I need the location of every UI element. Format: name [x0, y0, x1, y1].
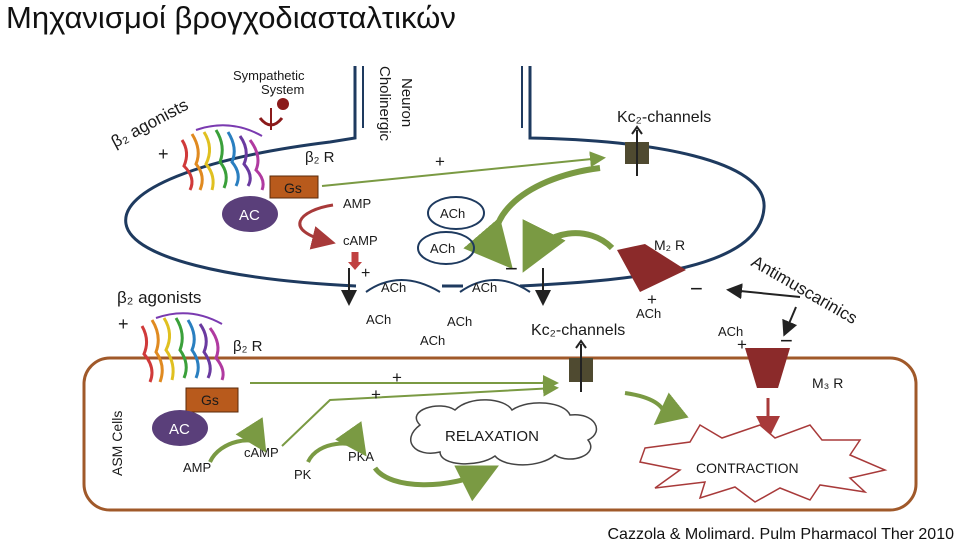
ach-m2-label: ACh	[636, 306, 661, 321]
lower-b2-agonists-label: β₂ agonists	[117, 288, 201, 307]
lower-amp-label: AMP	[183, 460, 211, 475]
ach-release-2-label: ACh	[472, 280, 497, 295]
citation: Cazzola & Molimard. Pulm Pharmacol Ther …	[607, 526, 954, 543]
antimuscarinics-to-m3-arrow	[782, 306, 798, 337]
sympathetic-system: Sympathetic System	[233, 68, 305, 130]
ach-vesicle-1	[427, 196, 485, 230]
upper-plus-agonist: +	[158, 144, 169, 164]
minus-m3: −	[780, 328, 793, 353]
lower-ac-label: AC	[169, 421, 190, 438]
sympathetic-label-line1: Sympathetic	[233, 68, 305, 83]
antimuscarinics-to-m2-arrow	[726, 283, 801, 300]
lower-kca-channel-icon	[569, 339, 593, 392]
minus-m2: −	[690, 276, 703, 301]
upper-plus-release: +	[361, 265, 370, 282]
upper-kca-channel-icon	[625, 125, 649, 176]
lower-pka-to-relaxation-arrow	[372, 465, 499, 502]
upper-ac-label: AC	[239, 207, 260, 224]
upper-kca-to-ach-green-arrow	[463, 165, 601, 270]
lower-camp-to-kca-arrow	[281, 380, 559, 447]
ach-vesicle-1-label: ACh	[440, 206, 465, 221]
upper-b2-agonists-label: β₂ agonists	[108, 95, 191, 151]
released-ach-center: ACh	[447, 314, 472, 329]
lower-gs-label: Gs	[201, 392, 219, 408]
upper-camp-down-arrowhead	[348, 262, 362, 270]
lower-plus-m3: +	[737, 335, 747, 354]
lower-amp-to-camp-arrow	[208, 417, 267, 463]
upper-b2-agonists: β₂ agonists + β₂ R Gs AC AMP cAMP +	[108, 95, 378, 282]
upper-kca-label: Kᴄ₂-channels	[617, 109, 711, 126]
cholinergic-neuron-label: Cholinergic Neuron	[376, 66, 415, 142]
upper-ac-circle	[222, 196, 278, 232]
m3r-label: M₃ R	[812, 375, 843, 391]
upper-gs-to-kca-arrow	[321, 151, 606, 187]
page-title: Μηχανισμοί βρογχοδιασταλτικών	[6, 0, 456, 35]
m2-receptor-icon	[617, 244, 686, 292]
sympathetic-receptor-icon	[258, 117, 284, 127]
neuron-membrane-inner	[362, 66, 523, 128]
contraction-starburst	[639, 423, 888, 503]
m2r-label: M₂ R	[654, 237, 685, 253]
lower-plus-2: +	[371, 385, 381, 404]
upper-camp-label: cAMP	[343, 233, 378, 248]
release-site-left	[365, 279, 441, 293]
asm-cell-border	[82, 356, 918, 512]
lower-b2-receptor-icon	[140, 312, 225, 383]
released-ach-bottom: ACh	[420, 333, 445, 348]
lower-pka-label: PKA	[348, 449, 374, 464]
release-site-right	[459, 279, 531, 293]
upper-amp-to-camp-arrow	[298, 203, 336, 250]
upper-b2-receptor-icon	[180, 124, 265, 191]
ach-vesicle-2	[417, 231, 475, 265]
ach-release-1-label: ACh	[381, 280, 406, 295]
upper-amp-label: AMP	[343, 196, 371, 211]
lower-pk-to-pka-arrow	[306, 421, 367, 464]
cholinergic-label-line2: Neuron	[398, 78, 415, 127]
plus-m2: +	[647, 290, 657, 309]
minus-release: −	[505, 256, 518, 281]
sympathetic-terminal-icon	[277, 98, 289, 110]
lower-gs-box	[185, 387, 239, 413]
relaxation-cloud	[410, 399, 598, 466]
ach-vesicles: ACh ACh ACh ACh −	[365, 196, 531, 295]
lower-b2r-label: β₂ R	[233, 338, 263, 355]
lower-plus-1: +	[392, 368, 402, 387]
lower-kca-to-relaxation-arrow	[624, 391, 689, 426]
lower-ac-circle	[152, 410, 208, 446]
lower-pk-label: PK	[294, 467, 312, 482]
upper-gs-box	[269, 175, 319, 199]
lower-ach-m3-label: ACh	[718, 324, 743, 339]
m2-to-release-green-arrow	[522, 219, 615, 273]
upper-gs-label: Gs	[284, 180, 302, 196]
lower-kca-label: Kᴄ₂-channels	[531, 322, 625, 339]
cholinergic-label-line1: Cholinergic	[376, 66, 393, 142]
asm-cells-label: ASM Cells	[109, 411, 125, 476]
m3-receptor-icon	[745, 348, 790, 388]
contraction-label: CONTRACTION	[696, 460, 799, 476]
upper-plus-green: +	[435, 152, 445, 171]
sympathetic-label-line2: System	[261, 82, 304, 97]
antimuscarinics-label: Antimuscarinics	[748, 252, 861, 328]
relaxation-label: RELAXATION	[445, 428, 539, 445]
upper-b2r-label: β₂ R	[305, 149, 335, 166]
released-ach-left: ACh	[366, 312, 391, 327]
lower-plus-agonist: +	[118, 314, 129, 334]
lower-camp-label: cAMP	[244, 445, 279, 460]
ach-vesicle-2-label: ACh	[430, 241, 455, 256]
